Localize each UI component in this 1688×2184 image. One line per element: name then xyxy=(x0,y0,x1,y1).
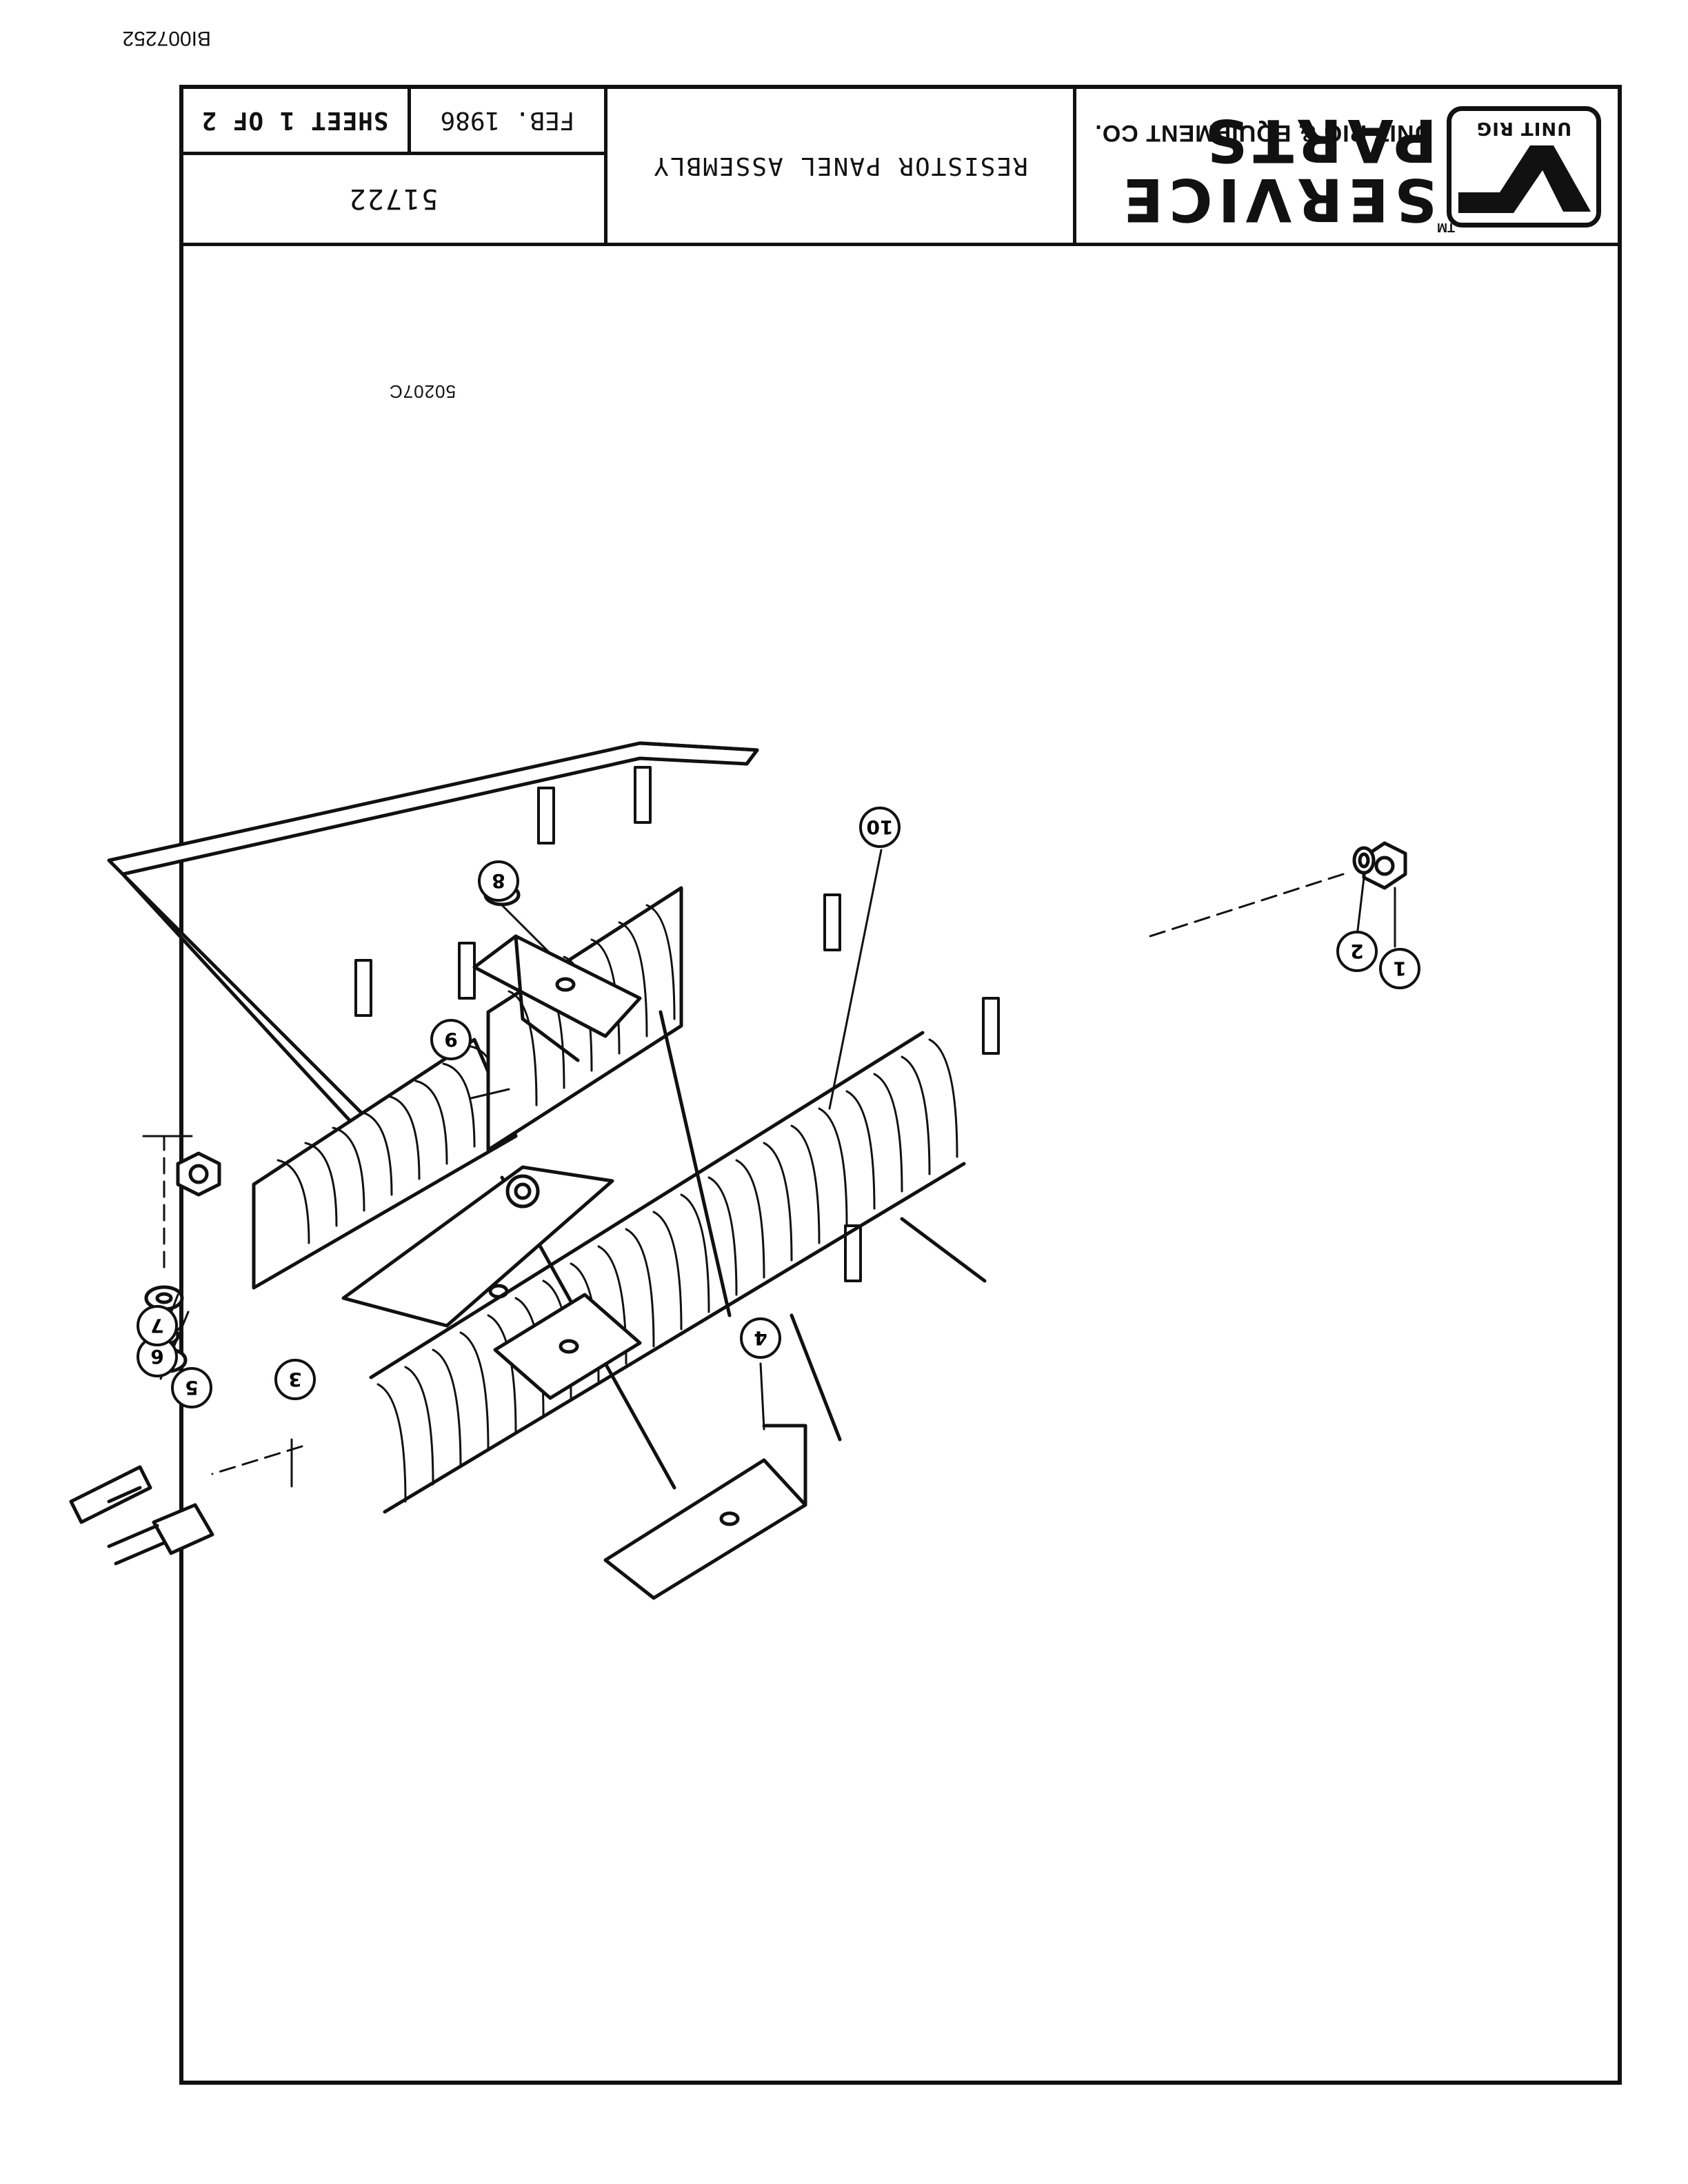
callout-2: 2 xyxy=(1350,940,1363,963)
sheet-border: UNIT RIG TM SERVICE PARTS UNIT RIG & EQU… xyxy=(179,85,1622,2085)
callout-9: 9 xyxy=(444,1029,457,1051)
callout-4: 4 xyxy=(754,1327,767,1350)
callout-1: 1 xyxy=(1393,958,1406,980)
callout-8: 8 xyxy=(492,870,505,893)
through-bolt xyxy=(69,1465,214,1566)
resistor-center-coils xyxy=(376,1038,958,1503)
logo-cell: UNIT RIG TM SERVICE PARTS UNIT RIG & EQU… xyxy=(1073,89,1618,243)
stud-nut-washer xyxy=(1352,841,1407,890)
callout-bubbles xyxy=(137,807,1420,1408)
callout-6: 6 xyxy=(150,1346,163,1368)
mounting-panel xyxy=(107,741,759,1138)
callout-7: 7 xyxy=(150,1315,163,1337)
panel-studs xyxy=(354,766,1000,1282)
title-block: UNIT RIG TM SERVICE PARTS UNIT RIG & EQU… xyxy=(182,89,1618,246)
logo-emblem-icon xyxy=(1458,145,1591,213)
end-bracket-lower-right xyxy=(493,1293,642,1400)
end-bracket-lower-left xyxy=(603,1424,807,1600)
terminal-nut xyxy=(176,1151,221,1197)
callout-10: 10 xyxy=(867,816,894,839)
callout-3: 3 xyxy=(288,1368,301,1391)
end-bracket-center xyxy=(341,1165,614,1328)
end-bracket-upper xyxy=(472,934,642,1062)
center-lines xyxy=(142,873,1345,1475)
callout-5: 5 xyxy=(185,1377,198,1399)
unit-rig-logo: UNIT RIG xyxy=(1447,106,1601,228)
